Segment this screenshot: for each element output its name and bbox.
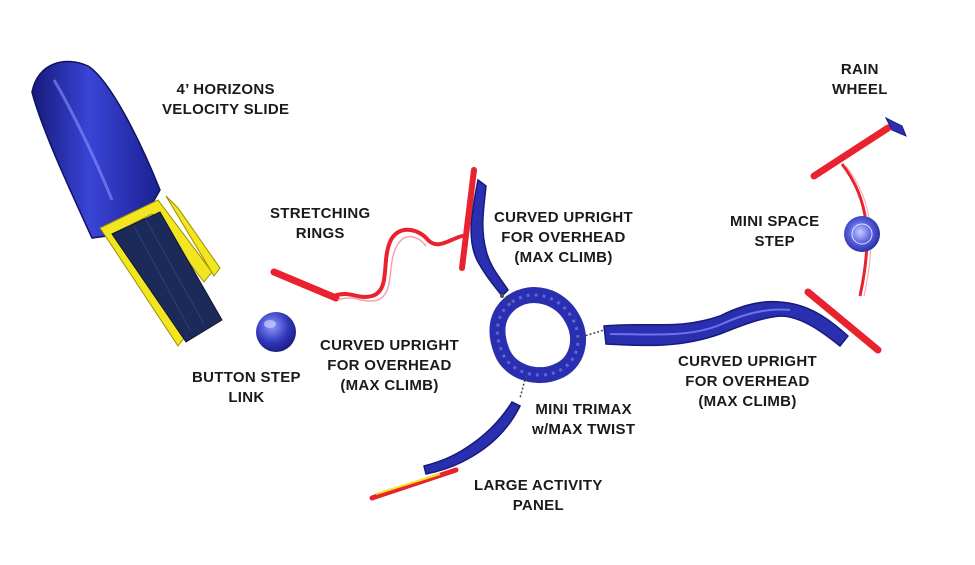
label-rain-wheel: RAIN WHEEL (832, 60, 888, 100)
curved-upright-top (459, 167, 509, 298)
mini-space-step (844, 216, 880, 252)
label-button-step-link: BUTTON STEP LINK (192, 368, 301, 408)
label-curved-upright-left: CURVED UPRIGHT FOR OVERHEAD (MAX CLIMB) (320, 336, 459, 396)
label-stretching-rings: STRETCHING RINGS (270, 204, 371, 244)
label-line: 4’ HORIZONS (176, 81, 275, 98)
label-line: RAIN (840, 61, 879, 78)
label-line: CURVED UPRIGHT (320, 337, 459, 354)
label-mini-trimax: MINI TRIMAX w/MAX TWIST (532, 400, 635, 440)
label-line: STRETCHING (270, 205, 371, 222)
velocity-slide (31, 60, 223, 347)
rain-wheel (810, 116, 907, 297)
label-line: MINI TRIMAX (535, 401, 632, 418)
label-line: w/MAX TWIST (532, 421, 636, 438)
label-curved-upright-right: CURVED UPRIGHT FOR OVERHEAD (MAX CLIMB) (678, 352, 817, 412)
button-step-link (256, 312, 296, 352)
label-line: CURVED UPRIGHT (678, 353, 817, 370)
curved-upright-right (603, 288, 882, 354)
label-line: VELOCITY SLIDE (162, 101, 290, 118)
label-line: WHEEL (832, 81, 888, 98)
label-curved-upright-top: CURVED UPRIGHT FOR OVERHEAD (MAX CLIMB) (494, 208, 633, 268)
label-mini-space-step: MINI SPACE STEP (730, 212, 819, 252)
label-line: BUTTON STEP (192, 369, 301, 386)
label-line: (MAX CLIMB) (514, 249, 613, 266)
label-line: LINK (228, 389, 265, 406)
label-large-activity-panel: LARGE ACTIVITY PANEL (474, 476, 603, 516)
label-line: FOR OVERHEAD (327, 357, 452, 374)
label-line: STEP (754, 233, 795, 250)
label-line: RINGS (295, 225, 345, 242)
label-line: FOR OVERHEAD (501, 229, 626, 246)
label-line: MINI SPACE (730, 213, 820, 230)
label-velocity-slide: 4’ HORIZONS VELOCITY SLIDE (162, 80, 289, 120)
label-line: FOR OVERHEAD (685, 373, 810, 390)
mini-trimax (489, 287, 605, 399)
label-line: (MAX CLIMB) (340, 377, 439, 394)
large-activity-panel (369, 401, 522, 501)
label-line: CURVED UPRIGHT (494, 209, 633, 226)
label-line: LARGE ACTIVITY (474, 477, 603, 494)
stretching-rings (270, 227, 464, 302)
label-line: PANEL (512, 497, 564, 514)
label-line: (MAX CLIMB) (698, 393, 797, 410)
